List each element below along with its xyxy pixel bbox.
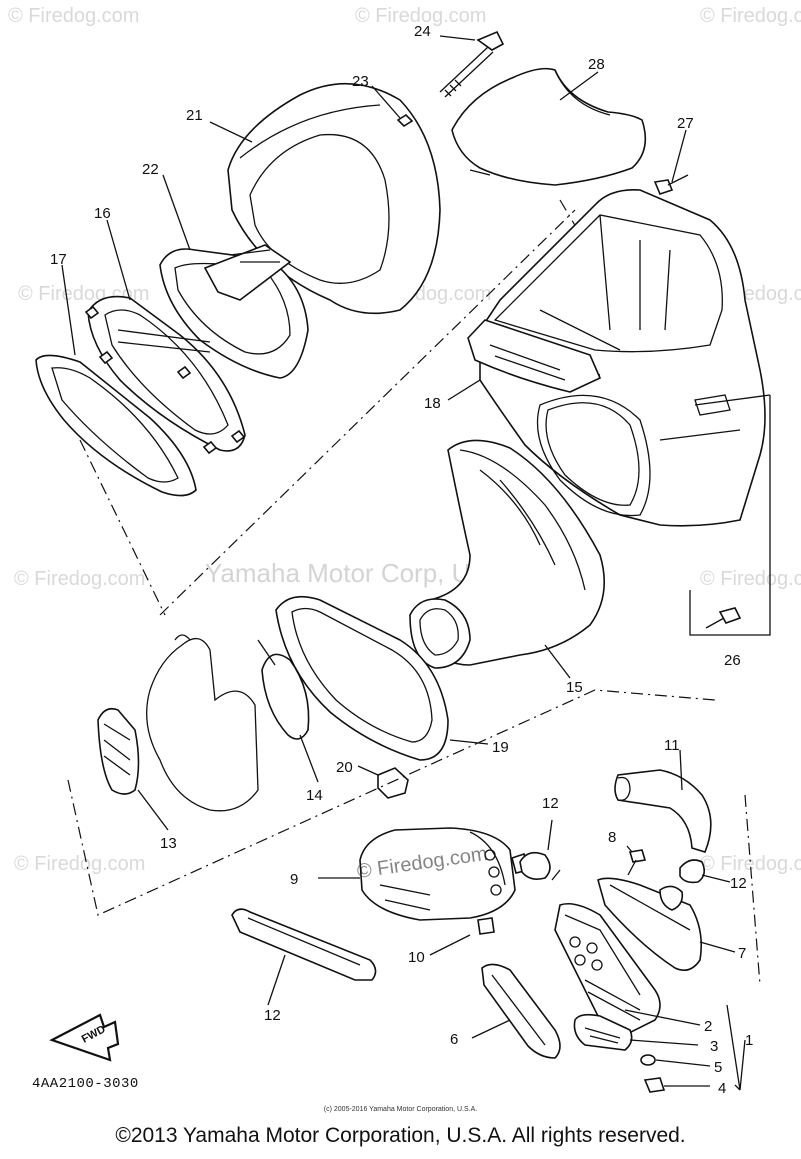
part-number-20: 19 bbox=[492, 739, 509, 756]
part-10-pipe bbox=[477, 917, 495, 935]
part-number-10: 10 bbox=[408, 949, 425, 966]
assembly-line bbox=[67, 689, 761, 986]
part-number-5: 5 bbox=[714, 1059, 722, 1076]
part-8-bolt bbox=[627, 849, 647, 876]
part-number-6: 6 bbox=[450, 1031, 458, 1048]
part-labels: 24 28 27 23 21 22 16 17 18 26 15 19 20 1… bbox=[50, 23, 753, 1097]
carburetor-outline bbox=[146, 634, 259, 812]
part-26-bolt bbox=[689, 394, 771, 636]
watermark: © Firedog.com bbox=[8, 5, 139, 27]
part-14-joint bbox=[97, 707, 140, 795]
part-number-1: 1 bbox=[745, 1032, 753, 1049]
part-27-bolt bbox=[653, 174, 689, 195]
part-13-band bbox=[231, 908, 377, 981]
part-11-hose bbox=[614, 769, 712, 853]
part-12-clamp bbox=[679, 859, 706, 884]
part-6-gasket bbox=[481, 963, 561, 1059]
part-number-14: 13 bbox=[160, 835, 177, 852]
part-7-reed-valve bbox=[597, 877, 703, 971]
watermark: © Firedog.com bbox=[14, 853, 145, 875]
diagram-code: 4AA2100-3030 bbox=[32, 1076, 139, 1092]
part-number-23: 22 bbox=[142, 161, 159, 178]
copyright-notice: ©2013 Yamaha Motor Corporation, U.S.A. A… bbox=[115, 1124, 686, 1147]
watermark: © Firedog.com bbox=[700, 853, 801, 875]
part-number-21: 20 bbox=[336, 759, 353, 776]
watermark: © Firedog.com bbox=[14, 568, 145, 590]
part-number-4: 4 bbox=[718, 1080, 726, 1097]
part-number-18: 17 bbox=[50, 251, 67, 268]
part-number-19: 18 bbox=[424, 395, 441, 412]
part-19-air-box bbox=[467, 188, 766, 527]
watermark: © Firedog.com bbox=[355, 5, 486, 27]
part-15-clamp bbox=[257, 639, 310, 740]
part-number-7: 7 bbox=[738, 945, 746, 962]
part-number-28: 28 bbox=[588, 56, 605, 73]
part-number-17: 16 bbox=[94, 205, 111, 222]
part-number-13: 12 bbox=[264, 1007, 281, 1024]
part-16-intake-joint bbox=[409, 439, 606, 669]
part-number-27: 27 bbox=[677, 115, 694, 132]
part-number-8: 8 bbox=[608, 829, 616, 846]
part-23-filter-guide bbox=[159, 244, 309, 379]
part-number-22: 21 bbox=[186, 107, 203, 124]
fwd-label: FWD bbox=[80, 1023, 108, 1045]
part-number-16: 15 bbox=[566, 679, 583, 696]
part-28-cover bbox=[451, 67, 647, 186]
fwd-arrow-icon: FWD bbox=[49, 1013, 120, 1062]
part-17-plate bbox=[84, 295, 246, 455]
fine-copyright: (c) 2005-2016 Yamaha Motor Corporation, … bbox=[323, 1106, 478, 1113]
part-number-26: 26 bbox=[724, 652, 741, 669]
part-18-gasket bbox=[35, 354, 197, 497]
part-12-clamp bbox=[519, 851, 551, 880]
watermark: © Firedog.com bbox=[700, 568, 801, 590]
leader-lines bbox=[61, 35, 746, 1091]
part-21-nut bbox=[377, 767, 409, 799]
part-20-gasket bbox=[275, 595, 449, 761]
part-number-3: 3 bbox=[710, 1038, 718, 1055]
part-number-12: 12 bbox=[730, 875, 747, 892]
part-number-24: 23 bbox=[352, 73, 369, 90]
watermark: © Firedog.com bbox=[700, 5, 801, 27]
part-1-reed-assembly bbox=[554, 902, 666, 1093]
part-number-25: 24 bbox=[414, 23, 431, 40]
part-number-15: 14 bbox=[306, 787, 323, 804]
part-number-2: 2 bbox=[704, 1018, 712, 1035]
watermark-layer: © Firedog.com © Firedog.com © Firedog.co… bbox=[8, 5, 801, 875]
part-number-9: 9 bbox=[290, 871, 298, 888]
part-number-11: 11 bbox=[664, 737, 680, 754]
part-number-12: 12 bbox=[542, 795, 559, 812]
part-25-bolt bbox=[439, 30, 505, 98]
